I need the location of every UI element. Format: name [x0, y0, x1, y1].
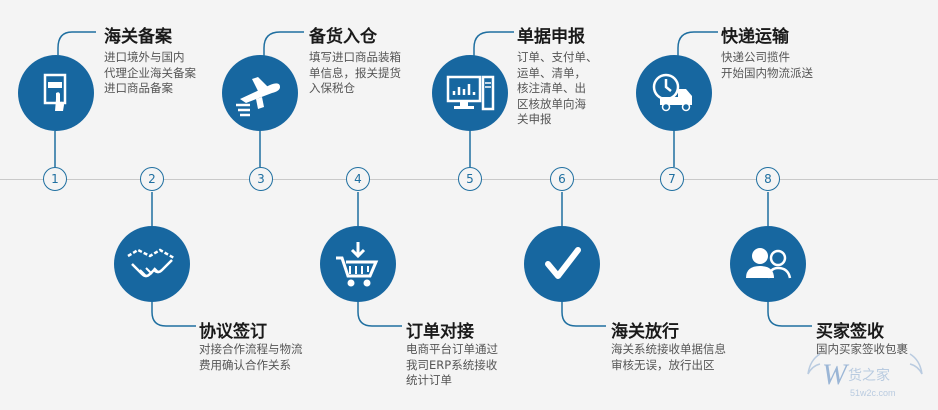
step-6-desc-line: 海关系统接收单据信息 — [611, 342, 726, 356]
watermark-brand: 货之家 — [848, 367, 890, 383]
step-1-desc-line: 代理企业海关备案 — [104, 65, 196, 80]
shopping-cart-icon — [336, 242, 379, 287]
handshake-icon — [127, 248, 175, 278]
step-2-title: 协议签订 — [199, 322, 267, 342]
step-3-desc-line: 填写进口商品装箱 — [309, 50, 401, 64]
step-2-desc-line: 费用确认合作关系 — [199, 357, 291, 372]
step-4-desc: 电商平台订单通过 我司ERP系统接收 统计订单 — [406, 342, 498, 389]
step-5-circle — [432, 55, 508, 131]
step-5-desc-line: 运单、清单， — [517, 65, 586, 80]
watermark-url: 51w2c.com — [850, 388, 896, 398]
watermark-logo: W 货之家 51w2c.com — [807, 353, 923, 398]
step-8-connector — [767, 192, 812, 327]
step-1-number: 1 — [43, 167, 67, 191]
step-8-desc: 国内买家签收包裹 — [816, 342, 908, 358]
step-2-circle — [114, 226, 190, 302]
step-5-connector — [469, 31, 514, 167]
step-4-number: 4 — [346, 167, 370, 191]
step-6-connector — [561, 192, 606, 327]
step-6-desc: 海关系统接收单据信息 审核无误，放行出区 — [611, 342, 726, 373]
step-4-desc-line: 统计订单 — [406, 373, 452, 387]
step-8-title: 买家签收 — [816, 322, 884, 342]
step-7-desc: 快递公司揽件 开始国内物流派送 — [721, 50, 813, 81]
step-2-desc: 对接合作流程与物流 费用确认合作关系 — [199, 342, 303, 373]
step-5-desc-line: 区核放单向海 — [517, 96, 586, 111]
step-1-connector — [54, 31, 96, 167]
step-5-desc: 订单、支付单、 运单、清单， 核注清单、出 区核放单向海 关申报 — [517, 50, 598, 128]
step-6-circle — [524, 226, 600, 302]
pdf-document-icon — [43, 73, 67, 111]
step-5-title: 单据申报 — [517, 27, 585, 47]
step-4-desc-line: 电商平台订单通过 — [406, 342, 498, 356]
step-1-desc-line: 进口境外与国内 — [104, 50, 185, 64]
step-7-desc-line: 开始国内物流派送 — [721, 65, 813, 80]
step-4-title: 订单对接 — [406, 322, 474, 342]
step-7-number: 7 — [660, 167, 684, 191]
step-2-connector — [151, 192, 196, 327]
step-3-title: 备货入仓 — [309, 27, 377, 47]
step-1-circle — [18, 55, 94, 131]
watermark-logo-letter: W — [822, 358, 850, 391]
step-3-number: 3 — [249, 167, 273, 191]
step-7-connector — [673, 31, 718, 167]
step-1-title: 海关备案 — [104, 27, 172, 47]
airplane-icon — [236, 77, 280, 117]
step-2-number: 2 — [140, 167, 164, 191]
step-1-desc: 进口境外与国内 代理企业海关备案 进口商品备案 — [104, 50, 196, 97]
buyers-people-icon — [746, 248, 792, 279]
step-5-number: 5 — [458, 167, 482, 191]
step-7-desc-line: 快递公司揽件 — [721, 50, 790, 64]
step-5-desc-line: 关申报 — [517, 112, 552, 126]
step-5-desc-line: 核注清单、出 — [517, 81, 586, 95]
step-8-circle — [730, 226, 806, 302]
step-6-desc-line: 审核无误，放行出区 — [611, 357, 715, 372]
computer-chart-icon — [446, 75, 495, 111]
step-4-desc-line: 我司ERP系统接收 — [406, 357, 498, 372]
delivery-truck-clock-icon — [652, 73, 692, 112]
step-6-number: 6 — [550, 167, 574, 191]
step-4-circle — [320, 226, 396, 302]
step-3-circle — [222, 55, 298, 131]
step-2-desc-line: 对接合作流程与物流 — [199, 342, 303, 356]
step-3-desc-line: 入保税仓 — [309, 81, 355, 95]
step-7-circle — [636, 55, 712, 131]
step-4-connector — [357, 192, 402, 327]
step-6-title: 海关放行 — [611, 322, 679, 342]
step-7-title: 快递运输 — [721, 27, 789, 47]
step-1-desc-line: 进口商品备案 — [104, 81, 173, 95]
step-3-connector — [259, 31, 304, 167]
checkmark-icon — [545, 247, 581, 279]
step-3-desc: 填写进口商品装箱 单信息，报关提货 入保税仓 — [309, 50, 401, 97]
step-8-number: 8 — [756, 167, 780, 191]
step-8-desc-line: 国内买家签收包裹 — [816, 342, 908, 356]
step-5-desc-line: 订单、支付单、 — [517, 50, 598, 64]
step-3-desc-line: 单信息，报关提货 — [309, 65, 401, 80]
